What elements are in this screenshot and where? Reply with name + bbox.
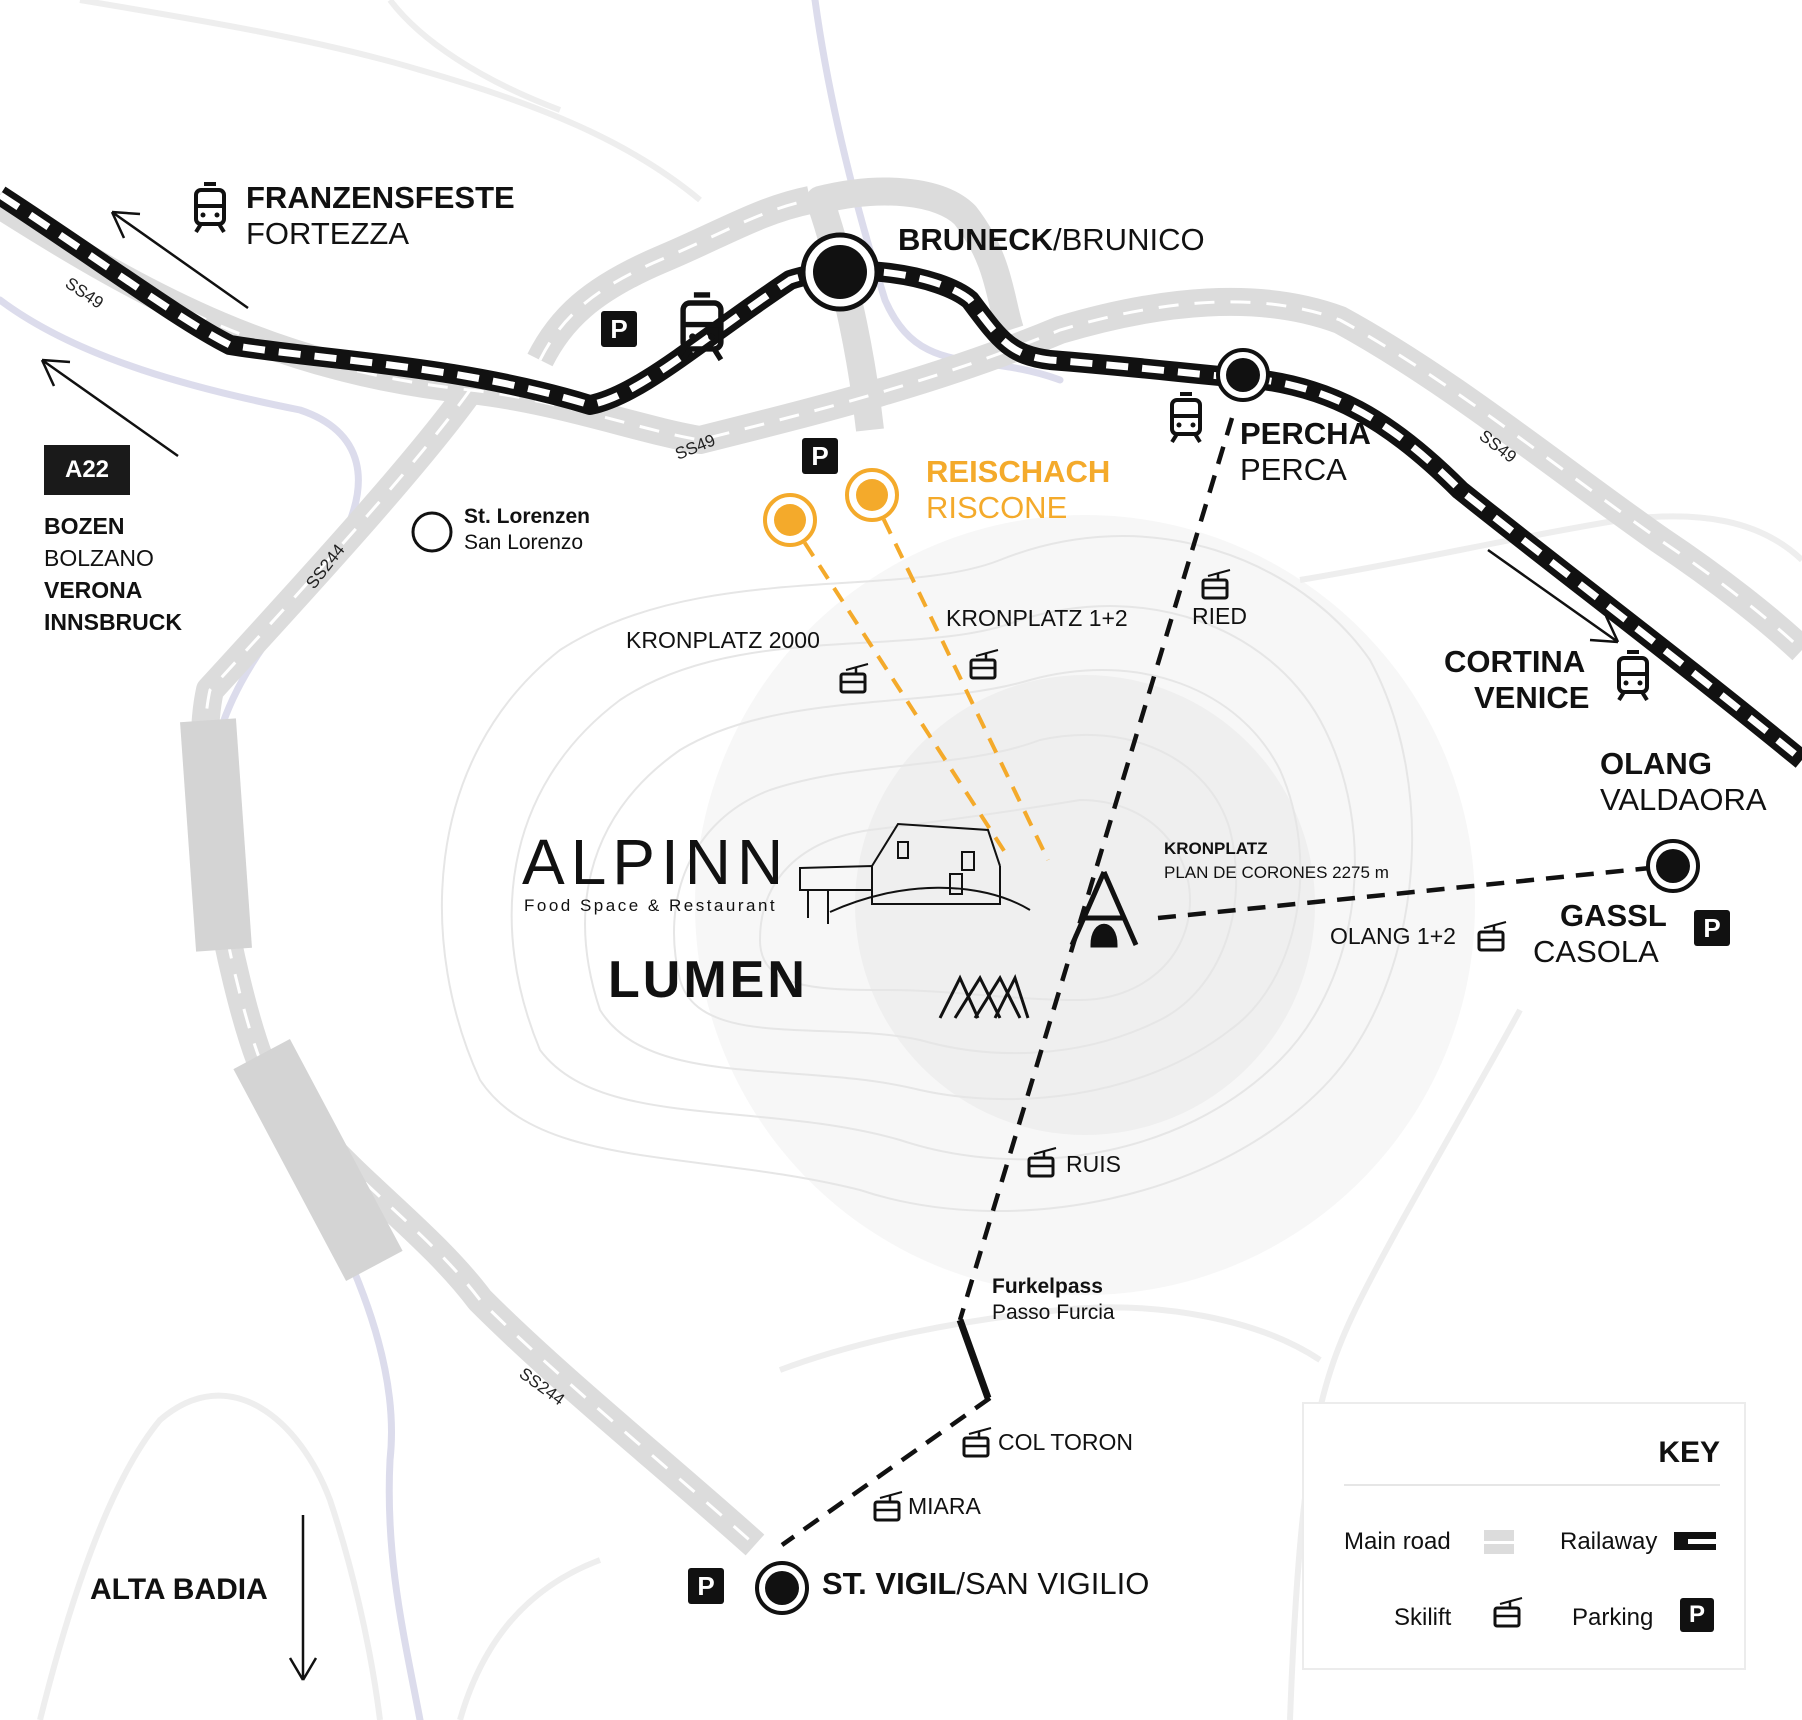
lift-icon-olang12 bbox=[1477, 920, 1508, 952]
direction-arrows bbox=[40, 210, 1620, 1681]
marker-reischach[interactable] bbox=[763, 468, 899, 547]
label-lift-miara: MIARA bbox=[908, 1493, 981, 1519]
terrain-inner bbox=[855, 675, 1315, 1135]
label-cortina: CORTINA bbox=[1444, 644, 1586, 679]
ski-routes bbox=[780, 417, 1651, 1547]
label-lift-col-toron: COL TORON bbox=[998, 1429, 1134, 1455]
label-valdaora: VALDAORA bbox=[1600, 782, 1767, 817]
label-innsbruck: INNSBRUCK bbox=[44, 609, 182, 635]
key-label-railway: Railaway bbox=[1560, 1528, 1658, 1555]
key-swatch-main-road bbox=[1484, 1530, 1514, 1554]
label-fortezza: FORTEZZA bbox=[246, 216, 410, 251]
label-furkelpass: Furkelpass bbox=[992, 1275, 1103, 1298]
label-lorenzen: St. Lorenzen bbox=[464, 505, 591, 528]
reischach-lifts bbox=[788, 494, 1050, 862]
label-casola: CASOLA bbox=[1533, 934, 1659, 969]
label-bruneck-de: BRUNECK bbox=[898, 222, 1053, 257]
key-divider bbox=[1344, 1484, 1720, 1486]
key-title: KEY bbox=[1658, 1436, 1720, 1469]
contour-lines bbox=[440, 535, 1414, 1213]
label-gassl: GASSL bbox=[1560, 898, 1667, 933]
alpinn-logo: ALPINN bbox=[522, 826, 790, 898]
label-lift-ruis: RUIS bbox=[1066, 1151, 1121, 1177]
label-venice: VENICE bbox=[1474, 680, 1590, 715]
building-illustration bbox=[799, 822, 1031, 924]
label-lift-ried: RIED bbox=[1192, 603, 1247, 629]
parking-bruneck[interactable]: P bbox=[601, 311, 637, 347]
parking-reischach[interactable]: P bbox=[802, 438, 838, 474]
label-alta-badia: ALTA BADIA bbox=[90, 1573, 268, 1606]
label-riscone: RISCONE bbox=[926, 490, 1068, 525]
label-bozen: BOZEN bbox=[44, 513, 125, 539]
label-verona: VERONA bbox=[44, 577, 143, 603]
label-lift-kronplatz12: KRONPLATZ 1+2 bbox=[946, 605, 1128, 631]
furkelpass-road bbox=[956, 1318, 992, 1400]
kronplatz-summit-icon bbox=[1069, 870, 1139, 948]
label-bruneck-it: /BRUNICO bbox=[1053, 222, 1205, 257]
map-key: KEY Main road Railaway Skilift Parking P bbox=[1302, 1402, 1746, 1670]
train-icon-franzensfeste bbox=[194, 182, 226, 234]
key-label-parking: Parking bbox=[1572, 1604, 1654, 1631]
alpinn-subtitle: Food Space & Restaurant bbox=[524, 896, 778, 915]
label-vigil-it: /SAN VIGILIO bbox=[956, 1566, 1150, 1601]
lumen-logo: LUMEN bbox=[608, 951, 808, 1009]
tunnels bbox=[180, 718, 403, 1281]
mountains-icon bbox=[938, 974, 1030, 1019]
parking-gassl[interactable]: P bbox=[1694, 910, 1730, 946]
lift-icon-col-toron bbox=[962, 1426, 993, 1458]
key-label-skilift: Skilift bbox=[1394, 1604, 1452, 1631]
label-kronplatz: KRONPLATZ bbox=[1164, 839, 1268, 858]
label-olang: OLANG bbox=[1600, 746, 1712, 781]
label-plan-de-corones: PLAN DE CORONES 2275 m bbox=[1164, 863, 1389, 882]
station-gassl[interactable] bbox=[1646, 839, 1700, 893]
a22-badge: A22 bbox=[44, 445, 130, 495]
label-reischach: REISCHACH bbox=[926, 454, 1111, 489]
key-parking-icon: P bbox=[1680, 1598, 1714, 1632]
marker-lorenzen[interactable] bbox=[411, 511, 453, 553]
label-san-lorenzo: San Lorenzo bbox=[464, 531, 584, 554]
label-vigil-de: ST. VIGIL bbox=[822, 1566, 957, 1601]
train-icon-bruneck bbox=[683, 295, 721, 360]
label-bolzano: BOLZANO bbox=[44, 545, 154, 571]
station-vigil[interactable] bbox=[755, 1561, 809, 1615]
label-percha: PERCHA bbox=[1240, 416, 1371, 451]
label-bruneck: BRUNECK/BRUNICO bbox=[898, 222, 1205, 257]
label-lift-olang12: OLANG 1+2 bbox=[1330, 923, 1456, 949]
train-icon-percha bbox=[1170, 392, 1202, 444]
label-passo-furcia: Passo Furcia bbox=[992, 1301, 1115, 1324]
train-icon-cortina bbox=[1617, 650, 1649, 702]
railway bbox=[0, 186, 1802, 768]
label-perca: PERCA bbox=[1240, 452, 1347, 487]
key-swatch-railway bbox=[1674, 1532, 1716, 1550]
key-lift-icon bbox=[1493, 1596, 1524, 1628]
station-bruneck[interactable] bbox=[800, 232, 880, 312]
parking-vigil[interactable]: P bbox=[688, 1568, 724, 1604]
lift-icon-miara bbox=[873, 1490, 904, 1522]
label-franzensfeste: FRANZENSFESTE bbox=[246, 180, 515, 215]
label-vigil: ST. VIGIL/SAN VIGILIO bbox=[822, 1566, 1150, 1601]
label-lift-kronplatz2000: KRONPLATZ 2000 bbox=[626, 627, 820, 653]
minor-roads bbox=[37, 0, 1802, 1720]
station-percha[interactable] bbox=[1216, 348, 1270, 402]
key-label-main-road: Main road bbox=[1344, 1528, 1451, 1555]
